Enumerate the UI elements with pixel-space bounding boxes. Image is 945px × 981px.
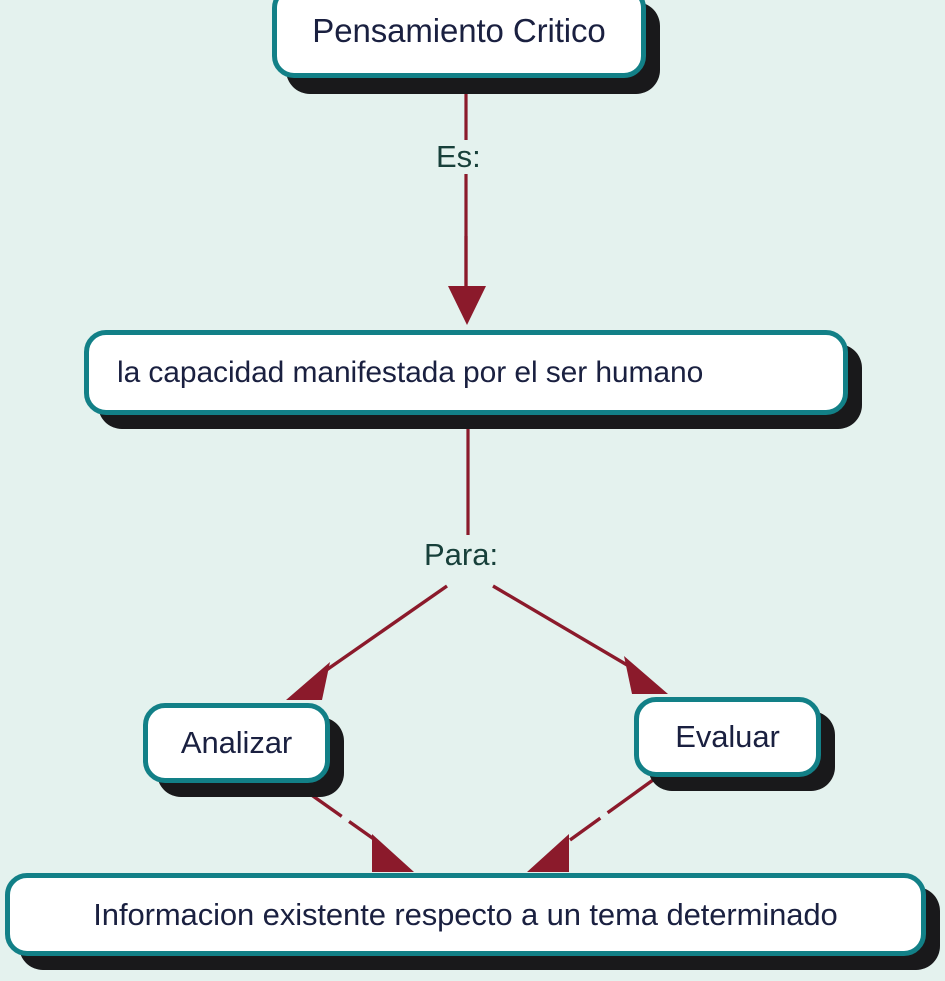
node-capacidad[interactable]: la capacidad manifestada por el ser huma… bbox=[84, 330, 848, 415]
node-label-evaluar: Evaluar bbox=[675, 719, 780, 754]
arrowhead-evaluar bbox=[624, 656, 668, 694]
edge-analizar-to-informacion bbox=[295, 782, 414, 872]
arrowhead-informacion-right bbox=[527, 834, 569, 872]
arrowhead-down-capacidad bbox=[448, 286, 486, 325]
node-label-analizar: Analizar bbox=[180, 725, 293, 760]
node-label-pensamiento-critico: Pensamiento Critico bbox=[312, 12, 606, 49]
node-informacion[interactable]: Informacion existente respecto a un tema… bbox=[5, 873, 926, 956]
arrowhead-analizar bbox=[286, 662, 330, 700]
node-label-capacidad: la capacidad manifestada por el ser huma… bbox=[117, 355, 704, 389]
edge-evaluar-to-informacion bbox=[527, 778, 654, 872]
arrowhead-informacion-left bbox=[372, 834, 414, 872]
edge-label-para: Para: bbox=[418, 537, 505, 573]
edge-branch-to-analizar bbox=[286, 584, 448, 700]
node-analizar[interactable]: Analizar bbox=[143, 703, 330, 783]
node-evaluar[interactable]: Evaluar bbox=[634, 697, 821, 777]
edge-label-es: Es: bbox=[430, 139, 487, 175]
edge-pensamiento-to-capacidad bbox=[448, 90, 486, 325]
node-label-informacion: Informacion existente respecto a un tema… bbox=[93, 896, 838, 932]
node-pensamiento-critico[interactable]: Pensamiento Critico bbox=[272, 0, 646, 78]
edge-branch-to-evaluar bbox=[492, 584, 668, 694]
